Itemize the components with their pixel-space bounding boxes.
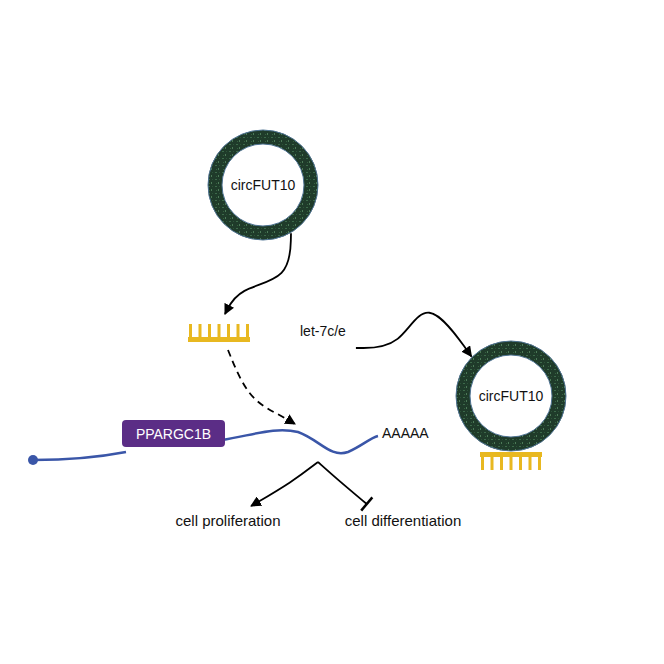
arrow-connector bbox=[356, 313, 471, 357]
outcome-label: cell differentiation bbox=[345, 512, 461, 530]
mrna-strand bbox=[33, 452, 126, 460]
node-text: cell differentiation bbox=[345, 512, 461, 529]
node-text: let-7c/e bbox=[300, 323, 346, 339]
mirna-comb bbox=[480, 452, 542, 470]
node-text: circFUT10 bbox=[231, 177, 296, 193]
node-text: circFUT10 bbox=[479, 388, 544, 404]
node-text: cell proliferation bbox=[175, 512, 280, 529]
mirna-comb: let-7c/e bbox=[188, 318, 346, 344]
mrna-strand bbox=[222, 430, 378, 453]
arrow-connector bbox=[225, 233, 291, 314]
arrow-connector bbox=[251, 462, 318, 506]
circrna-circle: circFUT10 bbox=[455, 340, 567, 452]
outcome-label: cell proliferation bbox=[175, 512, 280, 530]
node-text: PPARGC1B bbox=[136, 426, 211, 442]
gene-box: PPARGC1B bbox=[122, 420, 225, 447]
circrna-circle: circFUT10 bbox=[207, 129, 319, 241]
polya-tail-label: AAAAA bbox=[382, 425, 429, 441]
inhibition-arrow bbox=[318, 462, 367, 504]
mirna-comb bbox=[188, 318, 250, 344]
arrow-connector bbox=[228, 350, 295, 424]
